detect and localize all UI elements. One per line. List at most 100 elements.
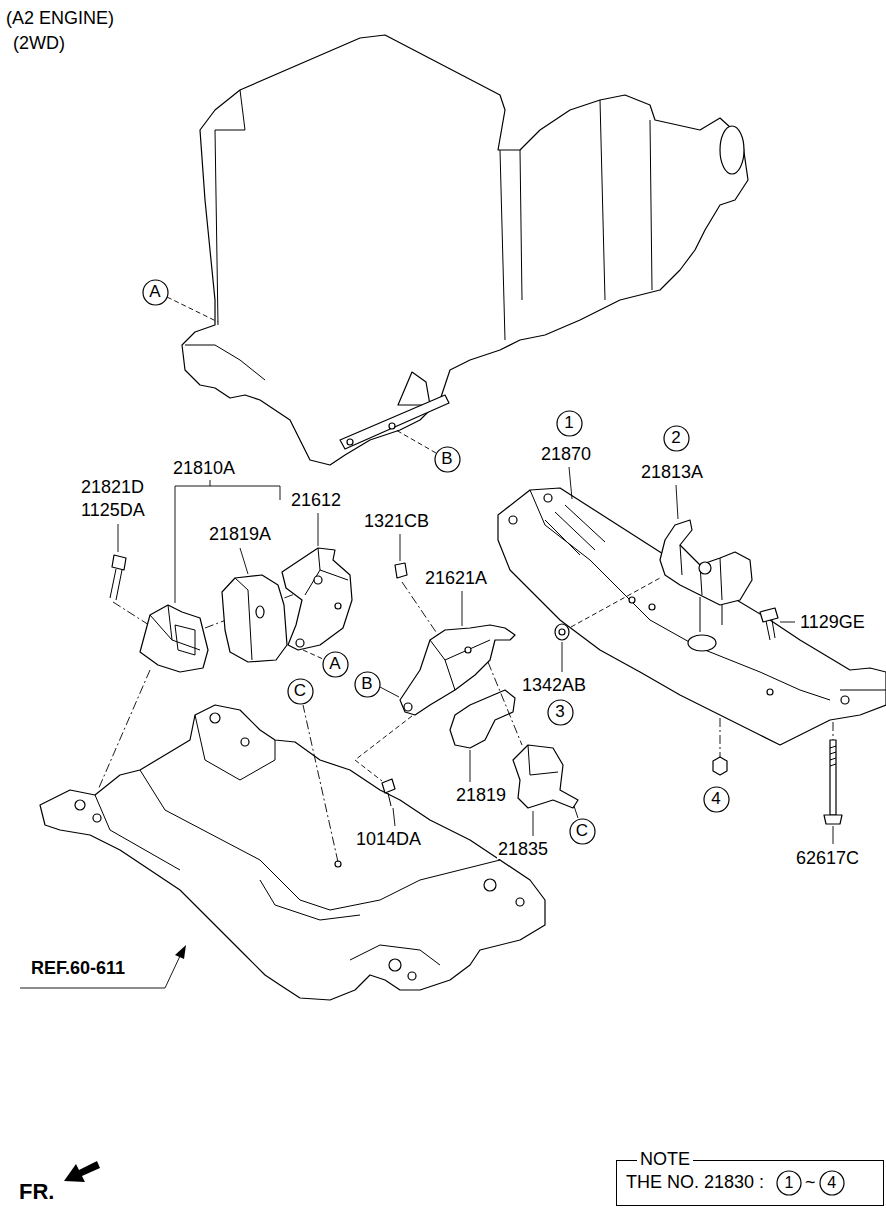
bracket-detail	[305, 548, 348, 595]
crossmember-hole	[544, 494, 552, 502]
callout-letter: 3	[555, 703, 564, 722]
callout-circle-node: B	[354, 671, 381, 698]
leader-line	[380, 687, 399, 697]
bolt	[382, 779, 395, 793]
callout-circle	[323, 652, 348, 677]
callout-circle-node: 2	[663, 425, 690, 452]
crossmember-detail	[530, 490, 886, 700]
subframe-hole	[408, 972, 416, 980]
callout-letter: 4	[827, 1174, 836, 1192]
subframe-hole	[210, 713, 220, 723]
assembly-line	[488, 662, 522, 745]
note-heading: NOTE	[637, 1150, 693, 1170]
engine-mount	[140, 605, 208, 672]
mount-bracket	[282, 548, 352, 650]
callout-circle	[143, 280, 168, 305]
bolt-head	[824, 815, 842, 824]
part-number: 1342AB	[521, 675, 587, 695]
engine-outline	[182, 35, 748, 465]
front-arrow	[64, 1161, 100, 1182]
note-box: NOTETHE NO. 21830 :~14	[616, 1160, 884, 1206]
direction-label: FR.	[18, 1182, 55, 1202]
engine-mount-detail	[150, 605, 200, 655]
subframe-hole	[241, 738, 249, 746]
assembly-line	[98, 670, 150, 790]
reference-label: REF.60-611	[30, 958, 126, 978]
callout-circle	[355, 672, 380, 697]
leader-line	[167, 297, 218, 322]
callout-circle	[557, 411, 582, 436]
reference-arrowhead	[175, 945, 186, 959]
leader-line	[533, 811, 534, 836]
leader-line	[393, 808, 395, 826]
bolt-shaft	[110, 569, 122, 600]
crossmember-hole	[629, 597, 635, 603]
leader-line	[569, 467, 572, 499]
callout-circle-node: 1	[556, 410, 583, 437]
note-text: ~	[805, 1173, 816, 1193]
leader-line	[118, 524, 119, 552]
subframe-hole	[484, 879, 496, 891]
crossmember-hole	[649, 604, 655, 610]
mount-detail	[680, 545, 722, 632]
mount-insulator	[222, 575, 287, 662]
variant-note: (A2 ENGINE)	[5, 8, 115, 28]
transmission-flange	[720, 126, 744, 174]
bolt-thread	[830, 746, 836, 766]
part-number: 1014DA	[355, 829, 422, 849]
bolt-hole	[389, 423, 395, 429]
crossmember-outline	[498, 488, 886, 745]
part-number: 21819	[455, 785, 507, 805]
transmission-mount	[660, 520, 752, 605]
assembly-line	[303, 705, 338, 862]
callout-letter: A	[329, 655, 340, 674]
crossmember-hole	[509, 516, 517, 524]
leader-line	[574, 806, 578, 818]
assembly-line	[571, 578, 660, 627]
engine-rail	[340, 395, 449, 449]
part-number: 21821D	[80, 477, 145, 497]
leader-line	[240, 548, 248, 574]
part-number: 21810A	[172, 458, 236, 478]
bolt	[112, 555, 126, 570]
callout-circle-node: 4	[819, 1170, 845, 1196]
callout-circle-node: 3	[547, 699, 574, 726]
part-number: 1125DA	[80, 500, 146, 520]
part-number: 1321CB	[363, 511, 430, 531]
subframe-hole	[389, 959, 401, 971]
subframe-hole	[93, 814, 101, 822]
callout-circle-node: C	[569, 818, 596, 845]
insulator-hole	[256, 606, 264, 618]
engine-mount	[513, 745, 578, 808]
callout-circle-node: A	[142, 279, 169, 306]
callout-circle	[435, 447, 460, 472]
callout-letter: B	[361, 675, 372, 694]
leader-line	[400, 534, 401, 561]
callout-letter: C	[294, 682, 306, 701]
bracket-hole	[335, 603, 341, 609]
callout-circle	[548, 700, 573, 725]
leader-line	[470, 750, 471, 782]
nut	[555, 624, 569, 640]
part-number: 21819A	[208, 524, 272, 544]
bolt-shaft	[766, 620, 775, 640]
assembly-line	[833, 722, 834, 740]
leader-line	[676, 485, 678, 519]
callout-letter: C	[576, 822, 588, 841]
variant-note: (2WD)	[12, 33, 66, 53]
subframe-hole	[75, 800, 85, 810]
part-number: 21621A	[424, 568, 488, 588]
callout-letter: A	[149, 283, 160, 302]
insulator-detail	[235, 578, 252, 660]
crossmember-hole	[688, 635, 716, 651]
mount-insulator	[450, 690, 515, 748]
callout-circle	[704, 787, 729, 812]
part-number: 21835	[497, 839, 549, 859]
callout-circle	[664, 426, 689, 451]
part-number: 21813A	[640, 462, 704, 482]
leader-line	[318, 513, 319, 546]
callout-letter: 2	[671, 429, 680, 448]
bolt-hole	[347, 439, 353, 445]
nut-hole	[559, 629, 565, 635]
